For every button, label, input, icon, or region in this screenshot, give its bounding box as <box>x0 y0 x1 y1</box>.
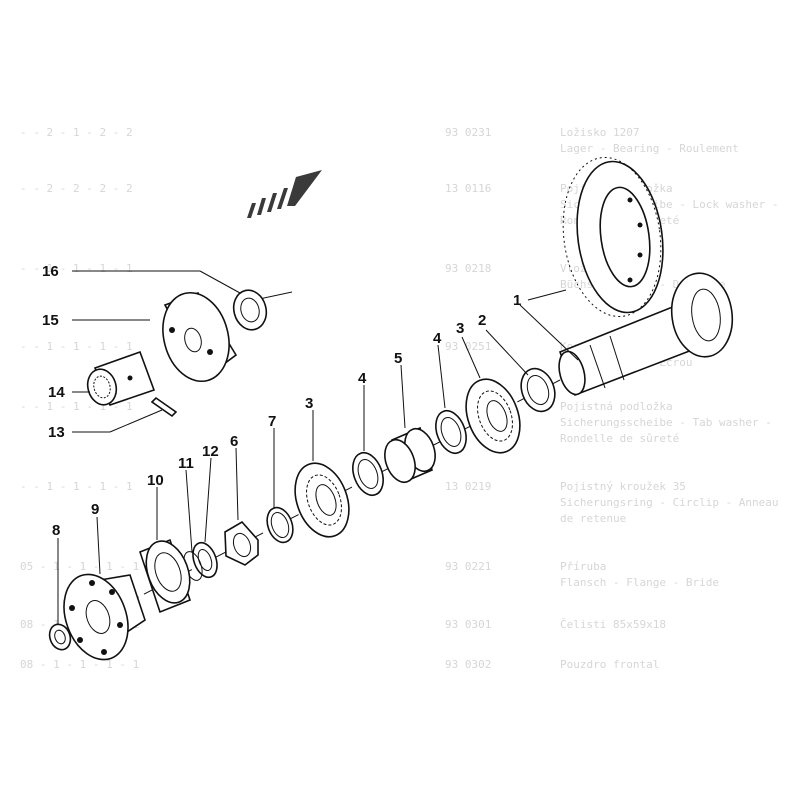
lock-washer <box>520 367 556 413</box>
castle-nut <box>224 520 259 566</box>
callout-15: 15 <box>42 312 59 329</box>
callout-4-lower: 4 <box>358 370 367 387</box>
ghost-row-quantities: 08 - 1 - 1 - 1 - 1 <box>20 658 139 671</box>
ball-bearing-lower <box>294 462 350 538</box>
ball-bearing-upper <box>465 378 521 454</box>
tab-washer <box>192 541 218 579</box>
pinion-shaft <box>558 272 734 397</box>
ghost-row-description: de retenue <box>560 512 626 525</box>
ghost-row-description: Čelisti 85x59x18 <box>560 618 666 631</box>
ghost-row-quantities: - - 1 - 1 - 1 - 1 <box>20 340 133 353</box>
ghost-row-description: Sicherungsscheibe - Tab washer - <box>560 416 772 429</box>
ghost-row-quantities: 05 - 1 - 1 - 1 - 1 <box>20 560 139 573</box>
callout-7: 7 <box>268 413 276 430</box>
retaining-ring <box>232 289 268 331</box>
drive-hub <box>162 291 238 383</box>
output-flange <box>63 573 146 661</box>
end-washer <box>48 623 72 651</box>
callout-11: 11 <box>178 455 194 472</box>
callout-9: 9 <box>91 501 99 518</box>
callout-6: 6 <box>230 433 238 450</box>
ghost-row-code: 93 0302 <box>445 658 491 671</box>
ghost-row-quantities: - - 2 - 2 - 2 - 2 <box>20 182 133 195</box>
ghost-row-code: 93 0218 <box>445 262 491 275</box>
liner-bush <box>139 538 191 614</box>
spacer-ring-lower <box>352 451 384 497</box>
ghost-row-code: 93 0231 <box>445 126 491 139</box>
ghost-row-description: Pojistný kroužek 35 <box>560 480 686 493</box>
ghost-row-description: Pojistná podložka <box>560 400 673 413</box>
ghost-row-description: Příruba <box>560 560 606 573</box>
callout-3-upper: 3 <box>456 320 464 337</box>
ghost-row-description: Ložisko 1207 <box>560 126 639 139</box>
circlip <box>266 506 294 544</box>
ghost-row-quantities: - - 1 - 1 - 1 - 1 <box>20 480 133 493</box>
bearing-sleeve <box>384 426 436 484</box>
direction-arrow-icon <box>247 170 322 218</box>
pin <box>150 396 178 418</box>
ghost-row-code: 13 0116 <box>445 182 491 195</box>
callout-3-lower: 3 <box>305 395 313 412</box>
ghost-row-description: Rondelle de sûreté <box>560 432 679 445</box>
callout-5: 5 <box>394 350 402 367</box>
callout-10: 10 <box>147 472 164 489</box>
callout-14: 14 <box>48 384 65 401</box>
ghost-row-code: 13 0219 <box>445 480 491 493</box>
ghost-row-description: Sicherungsring - Circlip - Anneau <box>560 496 779 509</box>
callout-2: 2 <box>478 312 486 329</box>
ghost-row-code: 93 0251 <box>445 340 491 353</box>
ghost-row-quantities: - - 2 - 1 - 2 - 2 <box>20 126 133 139</box>
callout-13: 13 <box>48 424 65 441</box>
callout-1: 1 <box>513 292 521 309</box>
leader-lines <box>57 270 579 624</box>
callout-4-upper: 4 <box>433 330 442 347</box>
crown-wheel <box>562 156 664 318</box>
callout-12: 12 <box>202 443 219 460</box>
ghost-row-quantities: - - 1 - 1 - 1 - 1 <box>20 262 133 275</box>
ghost-row-description: Lager - Bearing - Roulement <box>560 142 739 155</box>
splined-sleeve <box>86 350 156 407</box>
spacer-ring-upper <box>435 409 467 455</box>
callout-labels: 1 2 3 3 4 4 5 6 7 8 9 10 11 12 13 14 15 … <box>42 263 521 539</box>
callout-8: 8 <box>52 522 60 539</box>
ghost-row-description: Pouzdro frontal <box>560 658 659 671</box>
ghost-row-description: Flansch - Flange - Bride <box>560 576 719 589</box>
ghost-row-code: 93 0221 <box>445 560 491 573</box>
callout-16: 16 <box>42 263 59 280</box>
ghost-row-code: 93 0301 <box>445 618 491 631</box>
